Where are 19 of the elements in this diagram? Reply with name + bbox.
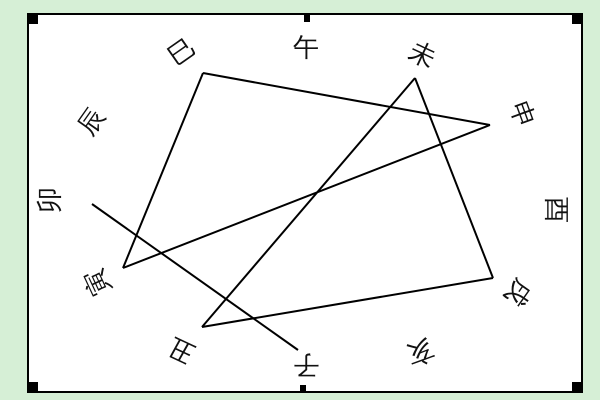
connecting-line bbox=[414, 78, 494, 278]
branch-character: 午 bbox=[291, 33, 321, 63]
branch-character: 未 bbox=[402, 35, 442, 75]
branch-character: 戌 bbox=[497, 271, 539, 313]
connecting-line bbox=[91, 203, 299, 351]
branch-character: 申 bbox=[502, 96, 542, 134]
branch-character: 辰 bbox=[71, 101, 113, 143]
connecting-line bbox=[202, 72, 490, 126]
connecting-line bbox=[202, 277, 494, 328]
branch-character: 巳 bbox=[161, 31, 203, 73]
branch-character: 寅 bbox=[78, 262, 118, 302]
connecting-line bbox=[122, 72, 204, 268]
branch-character: 卯 bbox=[35, 185, 65, 215]
branch-character: 丑 bbox=[162, 330, 202, 370]
branch-character: 子 bbox=[291, 349, 321, 379]
connecting-line bbox=[201, 77, 416, 328]
branch-character: 酉 bbox=[541, 195, 571, 225]
branch-character: 亥 bbox=[400, 332, 440, 372]
connecting-line bbox=[122, 124, 490, 269]
